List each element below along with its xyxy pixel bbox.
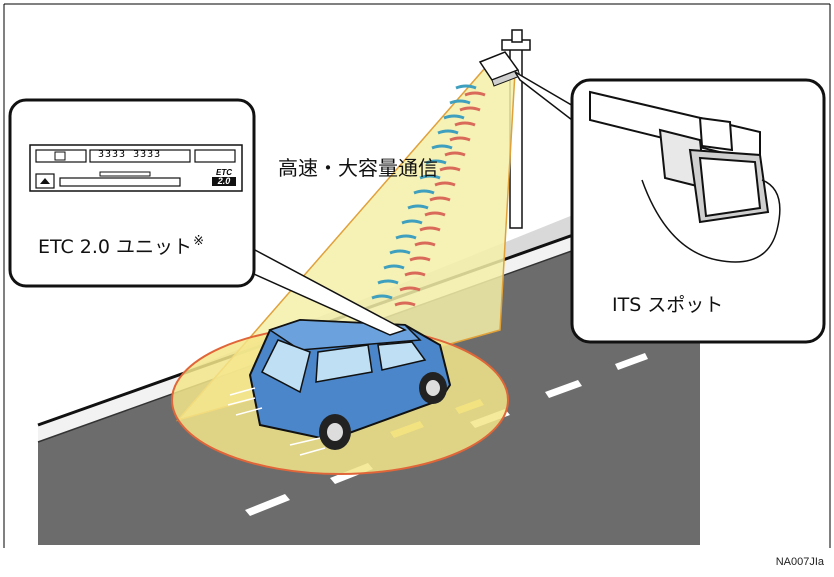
communication-label: 高速・大容量通信 [278, 156, 438, 180]
etc-logo-bottom: 2.0 [212, 177, 236, 186]
its-antenna-detail [589, 90, 781, 263]
etc-unit-text: ETC 2.0 ユニット [38, 236, 193, 258]
etc-device-display: 3333 3333 [98, 149, 162, 160]
its-antenna-icon [478, 51, 521, 87]
etc-logo: ETC 2.0 [212, 168, 236, 186]
car-icon [227, 318, 452, 456]
etc-logo-top: ETC [216, 168, 232, 177]
its-spot-label: ITS スポット [612, 294, 724, 316]
etc-unit-footnote-mark: ※ [193, 234, 204, 249]
etc-device-icon [29, 144, 243, 192]
waves-blue [371, 84, 477, 300]
etc-unit-label: ETC 2.0 ユニット※ [38, 232, 204, 259]
figure-code: NA007JIa [775, 556, 824, 568]
waves-red [394, 91, 486, 307]
